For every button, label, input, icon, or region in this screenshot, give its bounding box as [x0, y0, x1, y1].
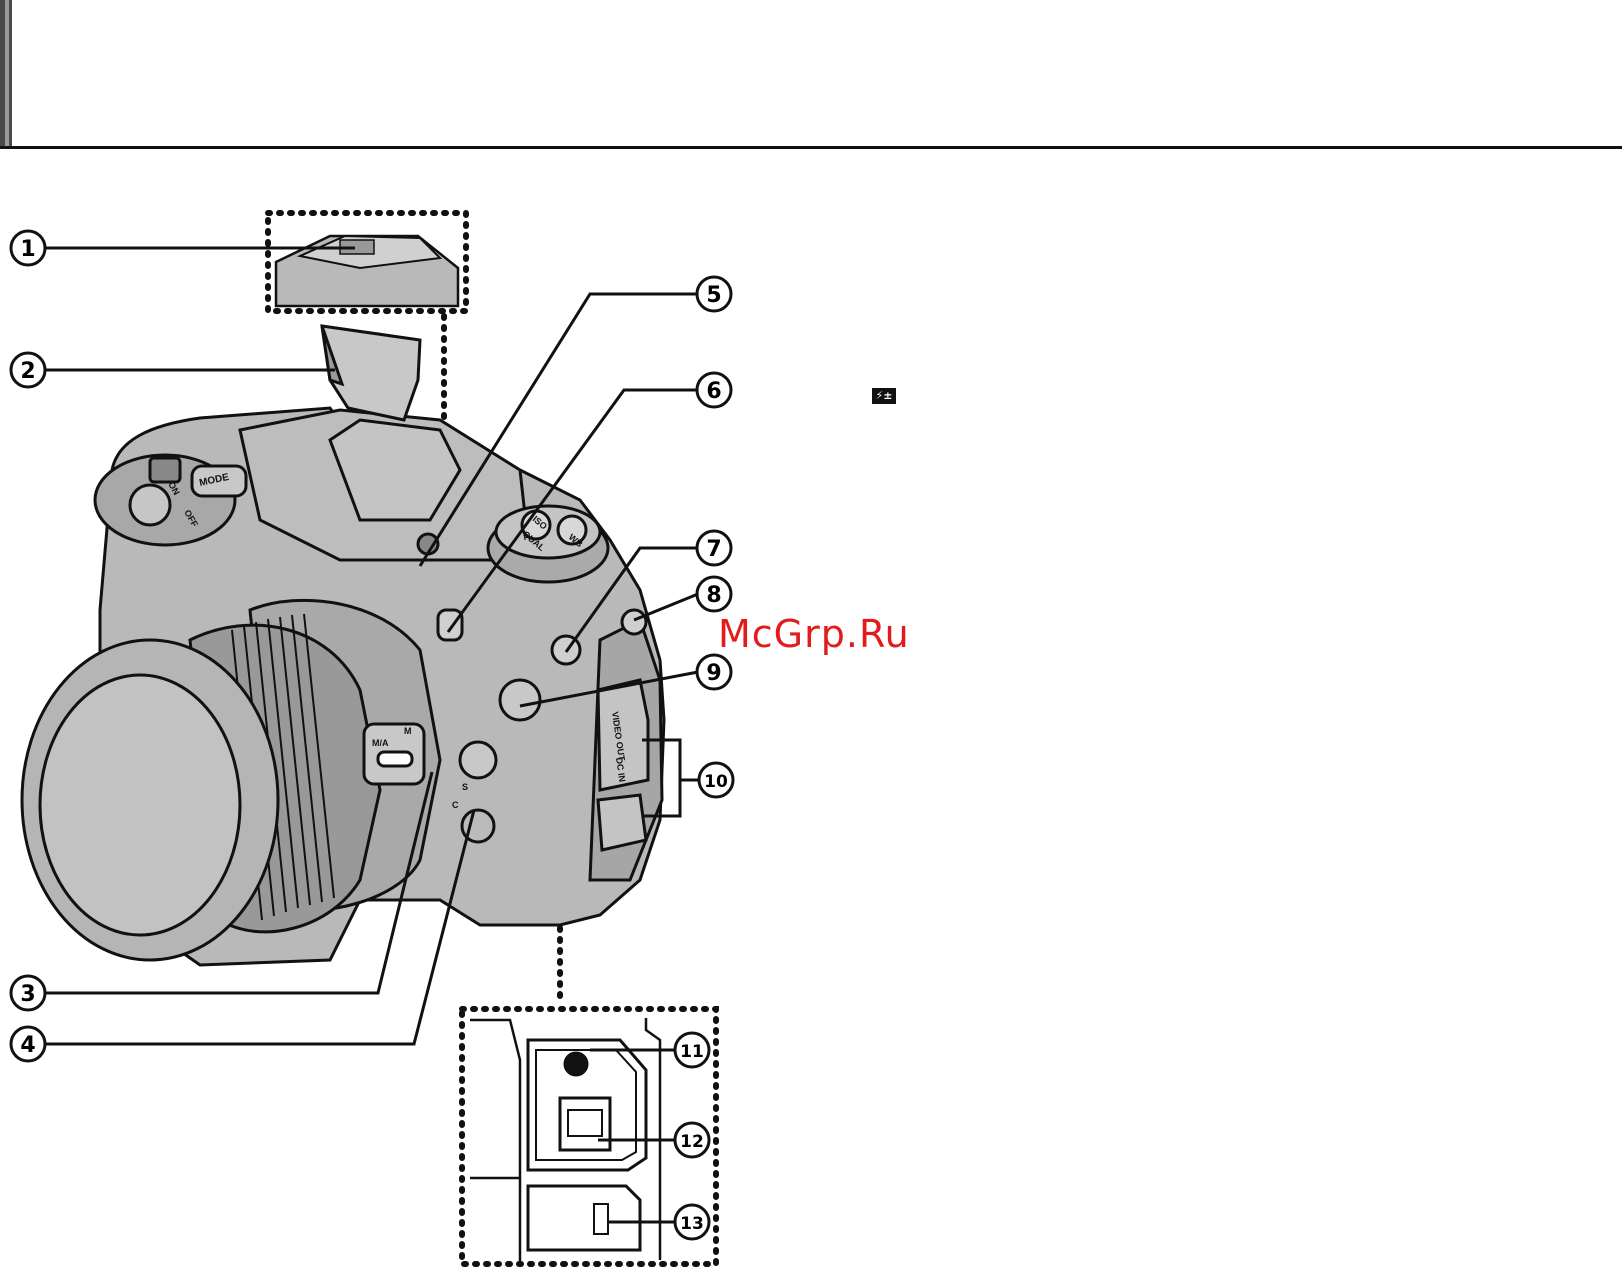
callout-6: 6: [697, 373, 731, 407]
svg-text:12: 12: [680, 1132, 704, 1152]
flash-compensation-icon: ⚡±: [872, 388, 896, 404]
svg-text:13: 13: [680, 1214, 704, 1234]
label-c: C: [452, 800, 459, 810]
callout-8: 8: [697, 577, 731, 611]
svg-text:9: 9: [706, 661, 721, 686]
callout-3: 3: [11, 976, 45, 1010]
callout-10: 10: [699, 763, 733, 797]
svg-text:10: 10: [704, 772, 728, 792]
callout-11: 11: [675, 1033, 709, 1067]
callout-13: 13: [675, 1205, 709, 1239]
svg-text:7: 7: [706, 537, 721, 562]
callout-7: 7: [697, 531, 731, 565]
svg-text:11: 11: [680, 1042, 704, 1062]
label-ma: M/A: [372, 738, 389, 748]
camera-body-drawing: [22, 326, 664, 965]
svg-text:5: 5: [706, 283, 721, 308]
svg-text:4: 4: [20, 1033, 35, 1058]
svg-text:6: 6: [706, 379, 721, 404]
svg-text:8: 8: [706, 583, 721, 608]
callout-4: 4: [11, 1027, 45, 1061]
label-s: S: [462, 782, 468, 792]
svg-text:1: 1: [20, 237, 35, 262]
callout-5: 5: [697, 277, 731, 311]
callout-2: 2: [11, 353, 45, 387]
svg-text:3: 3: [20, 982, 35, 1007]
callout-9: 9: [697, 655, 731, 689]
callout-12: 12: [675, 1123, 709, 1157]
callout-1: 1: [11, 231, 45, 265]
label-m: M: [404, 726, 412, 736]
svg-text:2: 2: [20, 359, 35, 384]
watermark-text: McGrp.Ru: [718, 612, 910, 656]
